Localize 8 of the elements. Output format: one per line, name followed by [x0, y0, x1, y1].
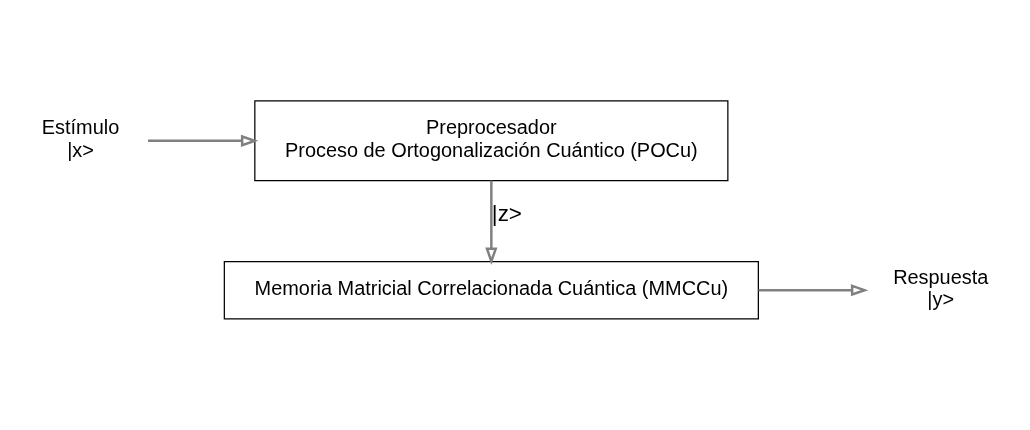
arrow [147, 134, 259, 147]
edge-label: |z> [491, 200, 522, 226]
node-text: Estímulo |x> [41, 115, 120, 161]
node-box: Preprocesador Proceso de Ortogonalización Cuántico (POCu) [254, 99, 729, 181]
arrow [485, 180, 498, 265]
node-box: Memoria Matricial Correlacionada Cuántica (MMCCu) [223, 260, 759, 319]
node-text: Respuesta |y> [893, 265, 989, 310]
arrow [758, 283, 869, 296]
